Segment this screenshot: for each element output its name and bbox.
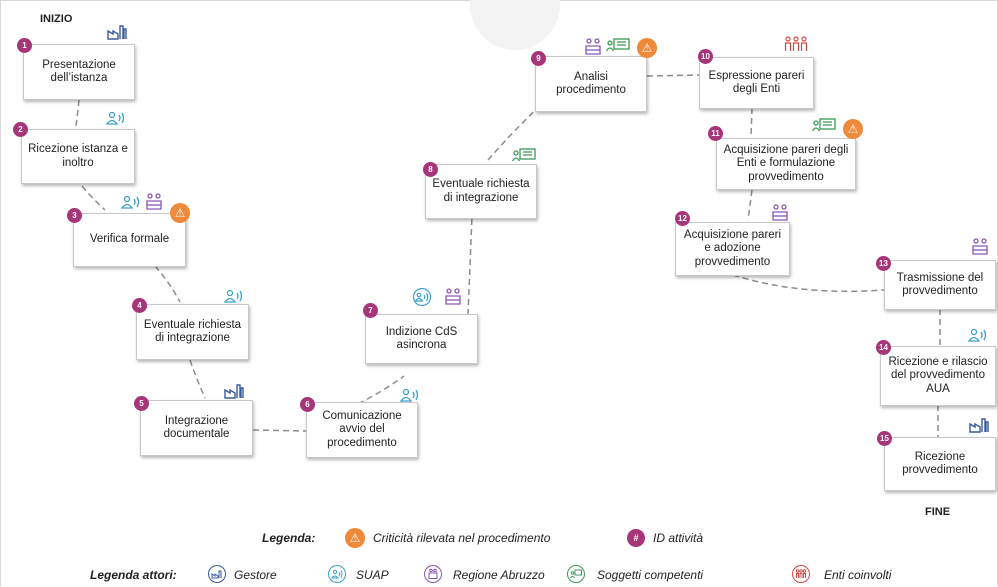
warning-icon: ⚠: [843, 119, 863, 139]
activity-id-badge: 4: [132, 298, 147, 313]
soggetti-icon: [567, 565, 585, 583]
gestore-icon: [208, 565, 226, 583]
activity-text: Eventuale richiesta di integrazione: [432, 178, 530, 204]
link-8-9: [487, 97, 549, 161]
activity-text: Ricezione provvedimento: [902, 450, 978, 477]
activity-box-3[interactable]: Verifica formale: [73, 213, 186, 267]
link-6-7: [357, 375, 405, 405]
activity-box-11[interactable]: Acquisizione pareri degli Enti e formula…: [716, 138, 856, 190]
gestore-icon: [224, 384, 244, 399]
activity-text: Ricezione istanza e inoltro: [28, 143, 128, 169]
legend-critical-label: Criticità rilevata nel procedimento: [373, 531, 551, 545]
activity-text: Eventuale richiesta di integrazione: [143, 318, 242, 345]
soggetti-icon: [812, 118, 836, 132]
activity-box-13[interactable]: Trasmissione del provvedimento: [884, 260, 996, 310]
link-5-6: [252, 429, 307, 432]
regione-icon: [972, 238, 988, 255]
activity-id-badge: 9: [531, 51, 546, 66]
activity-box-10[interactable]: Espressione pareri degli Enti: [699, 57, 814, 109]
activity-text: Presentazione dell’istanza: [42, 58, 116, 85]
activity-text: Integrazione documentale: [163, 414, 230, 441]
regione-icon: [424, 565, 442, 583]
activity-text: Trasmissione del provvedimento: [896, 271, 984, 298]
regione-icon: [445, 288, 461, 305]
warning-icon: ⚠: [345, 528, 365, 548]
activity-box-1[interactable]: Presentazione dell’istanza: [23, 44, 135, 100]
activity-id-badge: 10: [698, 49, 713, 64]
soggetti-icon: [606, 38, 630, 52]
activity-box-9[interactable]: Analisi procedimento: [535, 56, 647, 112]
link-10-11: [750, 107, 753, 138]
activity-id-badge: 8: [423, 162, 438, 177]
activity-text: Verifica formale: [89, 233, 170, 246]
legend-id-label: ID attività: [653, 531, 704, 545]
suap-icon: [400, 388, 419, 402]
suap-icon: [412, 288, 432, 306]
legend-actor-label: Gestore: [234, 568, 277, 582]
activity-id-badge: 2: [13, 122, 28, 137]
activity-id-badge: 1: [17, 38, 32, 53]
activity-text: Comunicazione avvio del procedimento: [322, 409, 402, 449]
activity-id-badge: 6: [300, 397, 315, 412]
link-7-8: [467, 215, 473, 316]
legend-actor-label: SUAP: [356, 568, 389, 582]
activity-box-12[interactable]: Acquisizione pareri e adozione provvedim…: [675, 222, 790, 276]
legend-title: Legenda:: [262, 531, 316, 545]
warning-icon: ⚠: [170, 203, 190, 223]
activity-box-14[interactable]: Ricezione e rilascio del provvedimento A…: [880, 346, 996, 406]
start-label: INIZIO: [40, 13, 73, 25]
activity-text: Espressione pareri degli Enti: [708, 69, 805, 96]
activity-box-7[interactable]: Indizione CdS asincrona: [365, 314, 478, 364]
activity-box-15[interactable]: Ricezione provvedimento: [884, 437, 996, 491]
activity-text: Ricezione e rilascio del provvedimento A…: [888, 355, 988, 395]
link-1-2: [75, 99, 80, 128]
warning-icon: ⚠: [637, 38, 657, 58]
activity-text: Acquisizione pareri e adozione provvedim…: [683, 228, 782, 268]
gestore-icon: [107, 25, 127, 40]
link-4-5: [189, 359, 206, 399]
activity-id-badge: 7: [363, 303, 378, 318]
activity-id-badge: 5: [134, 396, 149, 411]
suap-icon: [121, 195, 140, 209]
suap-icon: [106, 111, 125, 125]
activity-text: Analisi procedimento: [556, 70, 626, 97]
suap-icon: [968, 328, 987, 342]
activity-text: Acquisizione pareri degli Enti e formula…: [723, 143, 849, 183]
activity-box-8[interactable]: Eventuale richiesta di integrazione: [425, 164, 537, 219]
activity-id-badge: 13: [876, 256, 891, 271]
legend-actor-label: Regione Abruzzo: [453, 568, 545, 582]
link-9-10: [646, 74, 700, 77]
activity-box-2[interactable]: Ricezione istanza e inoltro: [21, 129, 135, 184]
activity-text: Indizione CdS asincrona: [385, 325, 458, 352]
legend-actor-label: Enti coinvolti: [824, 568, 892, 582]
link-2-3: [81, 185, 106, 211]
regione-icon: [772, 204, 788, 221]
gestore-icon: [969, 418, 989, 433]
activity-id-badge: 11: [708, 126, 723, 141]
enti-icon: [784, 36, 808, 51]
end-label: FINE: [925, 506, 951, 518]
activity-box-4[interactable]: Eventuale richiesta di integrazione: [136, 304, 249, 360]
activity-id-badge: 12: [675, 211, 690, 226]
activity-box-5[interactable]: Integrazione documentale: [140, 400, 253, 456]
activity-id-badge: 15: [877, 431, 892, 446]
enti-icon: [792, 565, 810, 583]
legend-actors-title: Legenda attori:: [90, 568, 177, 582]
suap-icon: [328, 565, 346, 583]
link-12-13: [732, 274, 885, 293]
link-11-12: [747, 189, 753, 221]
regione-icon: [585, 38, 601, 55]
legend-id-badge: #: [627, 529, 645, 547]
legend-actor-label: Soggetti competenti: [597, 568, 704, 582]
suap-icon: [224, 289, 243, 303]
activity-box-6[interactable]: Comunicazione avvio del procedimento: [306, 402, 418, 458]
link-3-4: [154, 265, 181, 303]
regione-icon: [146, 193, 162, 210]
activity-id-badge: 3: [67, 208, 82, 223]
activity-id-badge: 14: [876, 340, 891, 355]
soggetti-icon: [512, 148, 536, 162]
